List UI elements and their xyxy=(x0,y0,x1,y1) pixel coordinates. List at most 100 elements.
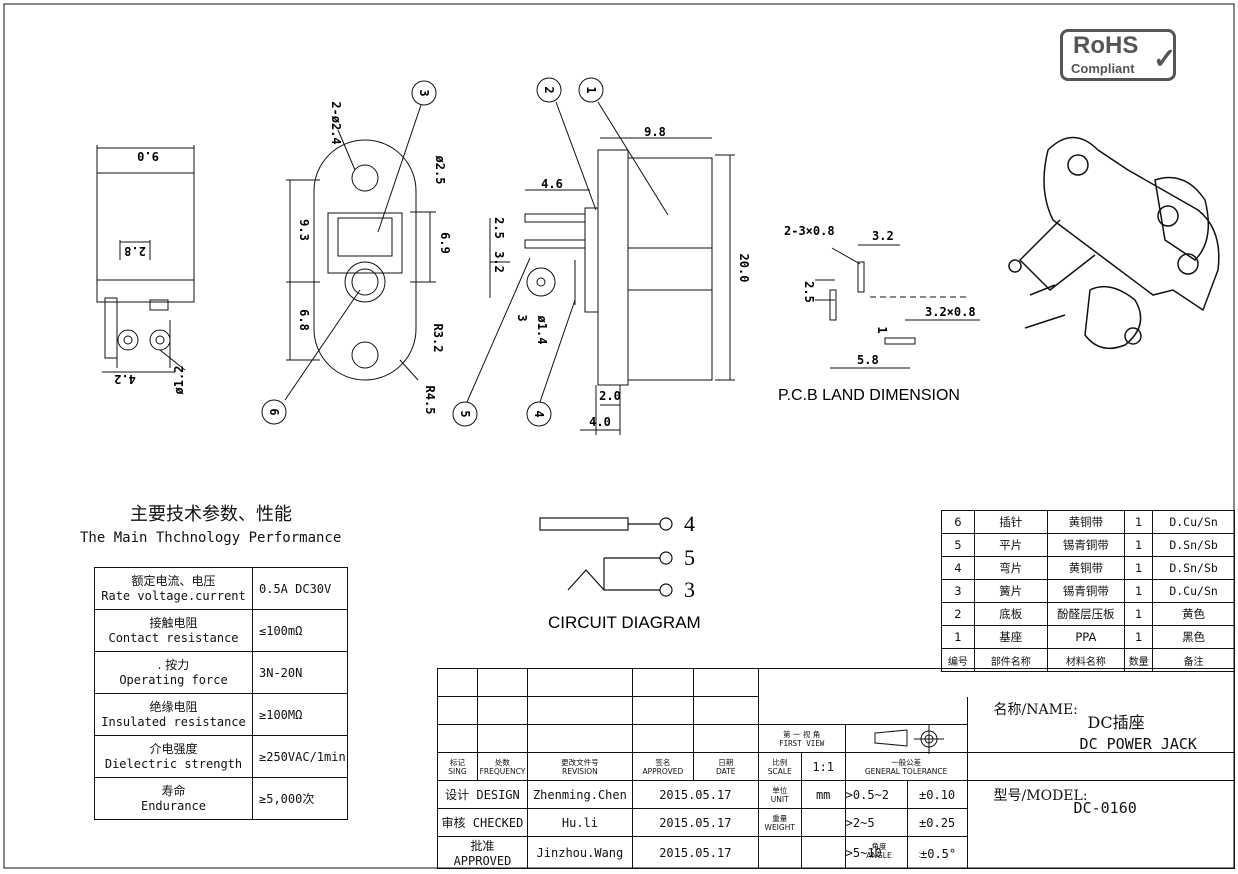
angle-tol: ±0.5° xyxy=(920,847,957,861)
dim-pcb-w: 3.2 xyxy=(872,229,894,243)
top-view xyxy=(452,77,735,435)
perf-en: Contact resistance xyxy=(108,630,239,645)
balloon-1-label: 1 xyxy=(584,86,598,93)
perf-value: ≤100mΩ xyxy=(252,609,348,652)
approve-name: Jinzhou.Wang xyxy=(526,836,633,869)
date-en: DATE xyxy=(716,766,736,776)
dim-top-len1: 9.8 xyxy=(644,125,666,139)
mark-en: SING xyxy=(448,766,467,776)
tol-value: ±0.10 xyxy=(906,780,968,809)
bom-qty: 1 xyxy=(1124,556,1154,580)
design-name: Zhenming.Chen xyxy=(526,780,633,809)
dim-pcb-gap: 1 xyxy=(875,326,889,333)
perf-value: ≥100MΩ xyxy=(252,693,348,736)
dim-front-inner: 2.8 xyxy=(124,244,146,258)
dim-top-pinhole: ø1.4 xyxy=(535,316,549,345)
dim-side-r2: R4.5 xyxy=(423,386,437,415)
balloon-3-label: 3 xyxy=(417,89,431,96)
date-cn: 日期 xyxy=(718,757,734,767)
freq-en: FREQUENCY xyxy=(479,766,526,776)
performance-title-en: The Main Thchnology Performance xyxy=(80,530,342,546)
rohs-badge: RoHS Compliant ✓ xyxy=(1060,29,1176,81)
bom-no: 5 xyxy=(941,533,975,557)
scale-cn: 比例 xyxy=(772,757,788,767)
unit-en: UNIT xyxy=(770,794,789,804)
circuit-title: CIRCUIT DIAGRAM xyxy=(548,613,701,632)
perf-en: Rate voltage.current xyxy=(101,588,246,603)
unit-cn: 单位 xyxy=(772,785,788,795)
perf-value: ≥250VAC/1min xyxy=(252,735,348,778)
tol-value: ±0.25 xyxy=(906,808,968,837)
bom-qty: 1 xyxy=(1124,625,1154,649)
bom-part: 簧片 xyxy=(973,579,1048,603)
dim-side-height: 9.3 xyxy=(297,219,311,241)
front-view xyxy=(96,145,195,373)
circuit-pin5: 5 xyxy=(684,545,695,570)
unit-value: mm xyxy=(800,780,846,809)
perf-cn: 接触电阻 xyxy=(149,615,198,630)
bom-no: 2 xyxy=(941,602,975,626)
bom-part: 基座 xyxy=(973,625,1048,649)
perf-cn: . 按力 xyxy=(157,657,190,672)
bom-note: D.Cu/Sn xyxy=(1152,579,1235,603)
circuit-pin4: 4 xyxy=(684,511,695,536)
angle-cn: 角度 xyxy=(871,842,887,851)
isometric-view xyxy=(1008,136,1220,350)
perf-cn: 额定电流、电压 xyxy=(131,573,216,588)
dim-side-r1: R3.2 xyxy=(431,324,445,353)
model-value: DC-0160 xyxy=(1073,799,1137,817)
dim-top-len2: 4.6 xyxy=(541,177,563,191)
bom-qty: 1 xyxy=(1124,510,1154,534)
dim-side-lower: 6.8 xyxy=(297,309,311,331)
dim-pcb-pad-b: 3.2×0.8 xyxy=(925,305,976,319)
bom-part: 平片 xyxy=(973,533,1048,557)
bom-part: 底板 xyxy=(973,602,1048,626)
appr-en: APPROVED xyxy=(642,766,684,776)
bom-material: 酚醛层压板 xyxy=(1046,602,1126,626)
dim-top-total: 20.0 xyxy=(737,254,751,283)
side-view xyxy=(261,80,437,425)
first-view-cn: 第 一 视 角 xyxy=(783,729,821,739)
balloon-4-label: 4 xyxy=(532,410,546,417)
rev-cn: 更改文件号 xyxy=(561,757,599,767)
balloon-6-label: 6 xyxy=(267,408,281,415)
perf-en: Dielectric strength xyxy=(104,756,243,771)
scale-en: SCALE xyxy=(767,766,792,776)
freq-cn: 处数 xyxy=(494,757,510,767)
balloon-5-label: 5 xyxy=(458,410,472,417)
rev-en: REVISION xyxy=(562,766,598,776)
bom-part: 插针 xyxy=(973,510,1048,534)
bom-qty: 1 xyxy=(1124,602,1154,626)
perf-cn: 绝缘电阻 xyxy=(149,699,198,714)
bom-note: D.Sn/Sb xyxy=(1152,556,1235,580)
bom-qty: 1 xyxy=(1124,533,1154,557)
perf-value: 3N-20N xyxy=(252,651,348,694)
bom-qty: 1 xyxy=(1124,579,1154,603)
dim-side-mid: 6.9 xyxy=(438,232,452,254)
tol-en: GENERAL TOLERANCE xyxy=(864,766,948,776)
bom-note: D.Cu/Sn xyxy=(1152,510,1235,534)
perf-en: Operating force xyxy=(119,672,228,687)
tol-range: >2~5 xyxy=(844,808,908,837)
bom-no: 3 xyxy=(941,579,975,603)
perf-value: 0.5A DC30V xyxy=(252,567,348,610)
dim-pcb-len: 5.8 xyxy=(857,353,879,367)
balloon-2-label: 2 xyxy=(542,86,556,93)
pcb-land-view xyxy=(815,244,980,369)
approve-date: 2015.05.17 xyxy=(631,836,759,869)
bom-material: PPA xyxy=(1046,625,1126,649)
dim-side-slot: ø2.5 xyxy=(433,156,447,185)
